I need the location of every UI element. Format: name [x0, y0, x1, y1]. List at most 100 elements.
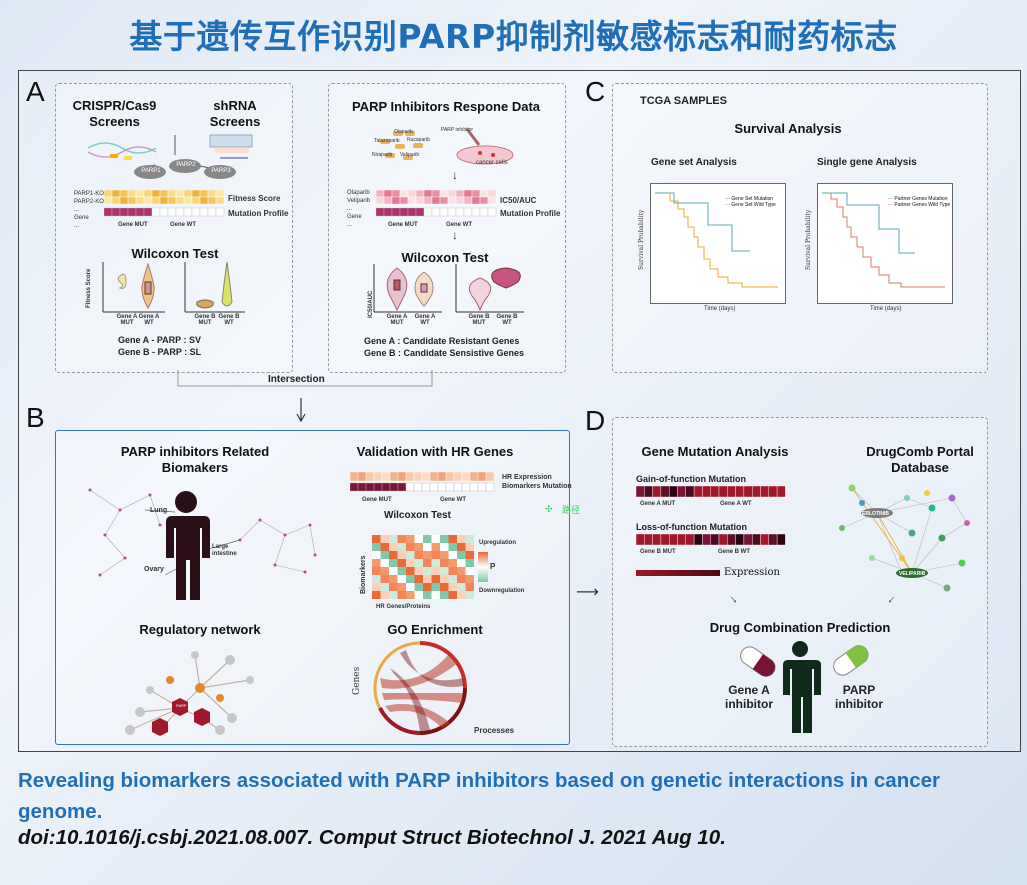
- heat-cell: [191, 190, 201, 198]
- heat-cell: [389, 591, 398, 599]
- panel-a-left-box: [55, 83, 293, 373]
- heat-cell: [448, 583, 457, 591]
- heat-cell: [457, 559, 466, 567]
- heat-cell: [693, 486, 703, 498]
- heat-cell: [175, 190, 185, 198]
- heat-cell: [421, 482, 431, 492]
- heat-cell: [431, 591, 440, 599]
- ic50-axis-label: IC50/AUC: [368, 290, 374, 318]
- heat-cell: [381, 482, 391, 492]
- result-resistant: Gene A : Candidate Resistant Genes: [364, 336, 520, 346]
- heat-cell: [465, 575, 474, 583]
- heat-cell: [445, 472, 455, 482]
- heat-cell: [207, 207, 217, 217]
- heat-cell: [365, 482, 375, 492]
- heat-cell: [471, 207, 481, 217]
- p-label: P: [490, 562, 496, 571]
- result-sl: Gene B - PARP : SL: [118, 347, 202, 357]
- heat-cell: [469, 482, 479, 492]
- validation-title: Validation with HR Genes: [356, 444, 514, 459]
- heat-cell: [743, 486, 753, 498]
- veliparib-node-label: VELIPARIB: [899, 571, 926, 577]
- heat-cell: [455, 207, 465, 217]
- gene-wt-label-2: Gene WT: [446, 222, 473, 228]
- heat-cell: [437, 472, 447, 482]
- dna-left-icon: [87, 142, 157, 160]
- heat-cell: [431, 551, 440, 559]
- row-label: Veliparib: [347, 198, 371, 204]
- heat-cell: [183, 207, 193, 217]
- heat-cell: [485, 482, 495, 492]
- violin-label: Gene B MUT: [194, 314, 216, 326]
- loss-of-function-label: Loss-of-function Mutation: [636, 522, 747, 532]
- heat-cell: [423, 190, 433, 198]
- heat-cell: [397, 543, 406, 551]
- km2-legend-item: — Partner Genes Wild Type: [888, 202, 951, 208]
- heat-cell: [423, 543, 432, 551]
- heat-cell: [437, 482, 447, 492]
- heat-cell: [471, 190, 481, 198]
- gain-of-function-label: Gain-of-function Mutation: [636, 474, 746, 484]
- cursor-move-icon: ✣: [545, 504, 553, 514]
- heat-cell: [406, 559, 415, 567]
- heat-cell: [397, 482, 407, 492]
- heat-cell: [431, 575, 440, 583]
- heat-cell: [372, 543, 381, 551]
- pathway-label: 路径: [562, 505, 581, 515]
- heat-cell: [199, 190, 209, 198]
- heat-cell: [372, 567, 381, 575]
- heat-cell: [768, 534, 778, 546]
- km1-legend: — Gene Set Mutation — Gene Set Wild Type: [725, 196, 776, 208]
- heat-cell: [380, 543, 389, 551]
- heat-cell: [414, 567, 423, 575]
- heat-cell: [104, 196, 113, 205]
- heat-cell: [159, 207, 169, 217]
- km2-ylabel: Survival Probability: [805, 209, 812, 270]
- heat-cell: [151, 207, 161, 217]
- heat-cell: [415, 196, 425, 205]
- heat-cell: [372, 535, 381, 543]
- heat-cell: [380, 567, 389, 575]
- heat-cell: [431, 190, 441, 198]
- km2-legend-item: — Partner Genes Mutation: [888, 196, 948, 202]
- heat-cell: [119, 196, 129, 205]
- heat-cell: [751, 486, 761, 498]
- hr-expression-label: HR Expression: [502, 474, 552, 481]
- gain-gene-a-wt-label: Gene A WT: [720, 501, 752, 507]
- heat-cell: [448, 591, 457, 599]
- heat-cell: [365, 472, 375, 482]
- heat-cell: [175, 196, 185, 205]
- heat-cell: [471, 196, 481, 205]
- violin-plots-b: [373, 264, 524, 313]
- heat-cell: [391, 190, 401, 198]
- fitness-axis-label: Fitness Score: [86, 268, 92, 308]
- heat-cell: [453, 482, 463, 492]
- heat-cell: [463, 196, 473, 205]
- heat-cell: [414, 583, 423, 591]
- heat-cell: [669, 486, 678, 498]
- tcga-label: TCGA SAMPLES: [640, 95, 727, 107]
- gene-a-inhibitor-label: Gene A inhibitor: [725, 683, 773, 711]
- heat-cell: [414, 591, 423, 599]
- heat-cell: [423, 583, 432, 591]
- heat-cell: [440, 583, 449, 591]
- heat-cell: [448, 559, 457, 567]
- heat-cell: [406, 591, 415, 599]
- heat-cell: [465, 543, 474, 551]
- processes-label: Processes: [474, 726, 515, 735]
- heat-cell: [447, 207, 457, 217]
- heat-cell: [479, 196, 489, 205]
- heat-cell: [159, 196, 169, 205]
- drugcomb-network: [839, 484, 970, 592]
- heat-cell: [135, 207, 145, 217]
- drug-combination-prediction-title: Drug Combination Prediction: [709, 620, 891, 635]
- go-enrichment-title: GO Enrichment: [387, 622, 483, 637]
- heat-cell: [421, 472, 431, 482]
- parp-inhibitor-label-d: PARP inhibitor: [835, 683, 883, 711]
- drug-label: Niraparib: [372, 152, 393, 158]
- heat-cell: [413, 482, 423, 492]
- heat-cell: [702, 534, 711, 546]
- heat-cell: [465, 535, 474, 543]
- heat-cell: [383, 190, 393, 198]
- panel-c-letter: C: [585, 76, 606, 107]
